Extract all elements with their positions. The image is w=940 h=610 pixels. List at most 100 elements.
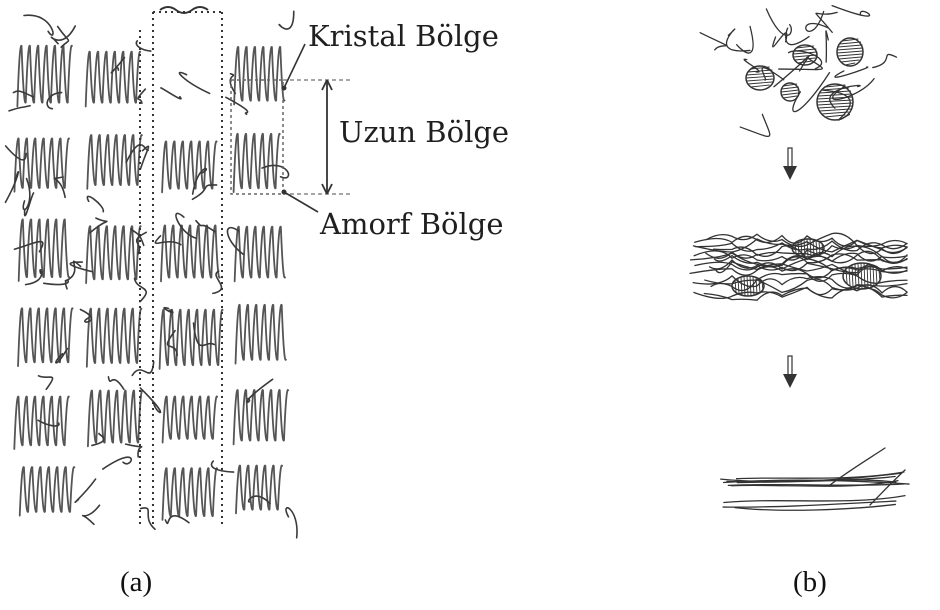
amorphous-chain: [23, 179, 30, 210]
crystallite-hatch: [841, 60, 859, 62]
amorphous-chain: [39, 376, 53, 389]
lamella-fold: [234, 134, 280, 192]
lamella-fold: [234, 47, 284, 105]
lamella-fold: [87, 309, 142, 367]
crystallite-hatch: [748, 70, 772, 72]
crystallite-hatch: [746, 73, 773, 75]
lamella-fold: [86, 52, 141, 107]
crystallite-hatch: [793, 55, 817, 57]
crystallite-hatch: [822, 88, 849, 90]
amorphous-chain: [279, 11, 294, 29]
amorphous-chain: [213, 271, 222, 293]
lamella-fold: [86, 226, 141, 283]
amorphous-chain: [132, 362, 154, 376]
random-coil-chain: [700, 33, 726, 50]
crystallite-hatch: [817, 103, 852, 105]
crystallite-hatch: [870, 264, 871, 288]
amorphous-chain: [155, 236, 181, 245]
crystal-region-label: Kristal Bölge: [308, 22, 499, 51]
lamella-fold: [236, 466, 282, 514]
lamella-fold: [17, 46, 72, 107]
crystallite-hatch: [746, 76, 774, 78]
crystallite-hatch: [741, 277, 742, 295]
random-coil-chain: [832, 6, 870, 16]
crystallite-hatch: [781, 90, 799, 92]
crystal-pointer-line: [284, 44, 305, 88]
lamella-fold: [20, 467, 75, 516]
crystallite-hatch: [839, 57, 862, 59]
crystallite-hatch: [746, 79, 773, 81]
crystallite-hatch: [837, 48, 863, 50]
lamella-fold: [19, 219, 69, 281]
crystallite-hatch: [783, 96, 796, 98]
crystallite-hatch: [838, 54, 863, 56]
amorphous-pointer-dot: [282, 190, 287, 195]
panel-a-caption: (a): [120, 568, 152, 597]
amorphous-chain: [5, 172, 18, 203]
crystallite-hatch: [738, 278, 739, 294]
random-coil-chain: [766, 9, 791, 35]
amorphous-chain: [226, 97, 248, 114]
crystallite-hatch: [735, 280, 736, 292]
crystallite-hatch: [782, 93, 799, 95]
lamella-fold: [162, 468, 217, 520]
down-arrow-1-icon: [783, 148, 797, 180]
amorphous-chain: [103, 457, 131, 469]
crystallite-hatch: [748, 82, 772, 84]
lamella-fold: [163, 396, 218, 442]
amorphous-chain: [87, 196, 103, 211]
lamella-fold: [87, 135, 142, 189]
random-coil-chain: [786, 28, 809, 45]
amorphous-chain: [179, 73, 209, 94]
partially-aligned-chain: [704, 288, 907, 300]
amorphous-chain: [126, 145, 148, 163]
crystallite-hatch: [838, 45, 862, 47]
random-coil-chain: [835, 67, 868, 77]
lamella-fold: [161, 225, 220, 281]
amorphous-pointer-line: [284, 192, 318, 212]
crystallite-hatch: [747, 276, 748, 296]
amorphous-chain: [141, 146, 149, 169]
crystal-pointer-dot: [282, 86, 287, 91]
lamella-fold: [88, 391, 143, 447]
down-arrow-2-icon: [783, 356, 797, 388]
random-coil-chain: [740, 114, 769, 136]
amorphous-chain: [161, 88, 181, 99]
random-coil-chain: [727, 29, 750, 51]
crystallite-hatch: [750, 276, 751, 296]
crystallite-hatch: [819, 109, 850, 111]
amorphous-chain: [164, 308, 173, 313]
amorphous-chain: [44, 280, 68, 289]
crystallite-hatch: [817, 100, 853, 102]
random-coil-chain: [826, 31, 828, 62]
amorphous-chain: [165, 516, 189, 524]
crystallite-hatch: [837, 51, 863, 53]
crystallite-hatch: [751, 85, 770, 87]
random-coil-chain: [873, 54, 897, 67]
crystallite-hatch: [845, 63, 855, 65]
random-coil-chain: [737, 26, 753, 53]
crystallite-hatch: [795, 243, 796, 253]
amorphous-region-label: Amorf Bölge: [320, 210, 504, 239]
amorphous-chain: [286, 508, 297, 538]
amorphous-chain: [176, 213, 197, 238]
panel-a-lamellar-structure: [5, 11, 297, 537]
long-period-label: Uzun Bölge: [339, 118, 509, 147]
crystallite-hatch: [817, 97, 852, 99]
lamella-fold: [18, 308, 73, 366]
random-coil-chain: [774, 56, 809, 87]
crystallite-hatch: [839, 42, 860, 44]
panel-b-caption: (b): [793, 568, 827, 597]
crystallite-hatch: [794, 49, 816, 51]
amorphous-chain: [140, 388, 160, 412]
amorphous-chain: [136, 41, 150, 51]
amorphous-chain: [24, 15, 53, 35]
lamella-fold: [236, 305, 286, 364]
panel-b-orientation-stages: [690, 6, 909, 511]
amorphous-chain: [108, 377, 123, 390]
amorphous-chain: [83, 505, 100, 524]
amorphous-chain: [75, 479, 95, 502]
amorphous-chain: [9, 106, 30, 111]
crystallite-hatch: [849, 267, 850, 286]
